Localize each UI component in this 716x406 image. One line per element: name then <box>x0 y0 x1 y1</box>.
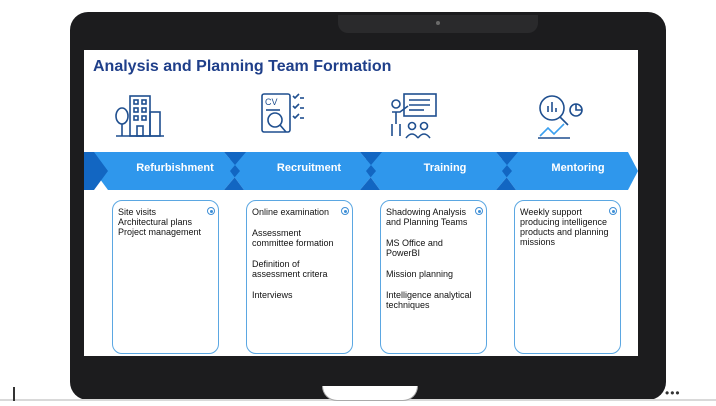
card-recruitment: Online examination Assessment committee … <box>246 200 353 354</box>
bullet-target-icon <box>207 207 215 215</box>
stage-label-refurbishment: Refurbishment <box>136 162 214 174</box>
cv-search-icon: CV <box>261 93 304 133</box>
bullet-target-icon <box>475 207 483 215</box>
stage-label-recruitment: Recruitment <box>276 162 342 174</box>
analytics-icon <box>538 95 583 139</box>
list-item: Project management <box>118 227 202 237</box>
list-item: Online examination <box>252 207 330 217</box>
list-item: Architectural plans <box>118 217 193 227</box>
process-arrow-strip <box>84 152 638 190</box>
building-icon <box>115 95 164 137</box>
arrow-mentoring <box>502 152 638 190</box>
svg-text:CV: CV <box>265 97 278 107</box>
list-item: Mission planning <box>386 269 454 279</box>
bullet-target-icon <box>341 207 349 215</box>
card-training: Shadowing Analysis and Planning Teams MS… <box>380 200 487 354</box>
stage-label-mentoring: Mentoring <box>551 162 605 174</box>
more-dots-icon: ••• <box>665 386 681 400</box>
presentation-icon <box>391 93 437 139</box>
list-item: Definition of assessment critera <box>252 259 328 279</box>
list-item: Shadowing Analysis and Planning Teams <box>386 207 468 227</box>
list-item: Intelligence analytical techniques <box>386 290 472 310</box>
arrow-recruitment <box>230 152 376 190</box>
arrow-training <box>366 152 512 190</box>
list-item: Assessment committee formation <box>252 228 334 248</box>
list-item: Weekly support producing intelligence pr… <box>520 207 609 247</box>
stage-label-training: Training <box>423 162 467 174</box>
laptop-base-edge <box>13 387 15 401</box>
laptop-hinge <box>322 386 418 401</box>
card-refurbishment: Site visits Architectural plans Project … <box>112 200 219 354</box>
list-item: MS Office and PowerBI <box>386 238 443 258</box>
slide-title: Analysis and Planning Team Formation <box>93 58 392 75</box>
camera-icon <box>436 21 440 25</box>
list-item: Interviews <box>252 290 293 300</box>
list-item: Site visits <box>118 207 157 217</box>
slide-screen: Analysis and Planning Team Formation CV <box>84 50 638 356</box>
card-mentoring: Weekly support producing intelligence pr… <box>514 200 621 354</box>
bullet-target-icon <box>609 207 617 215</box>
arrow-refurbishment <box>94 152 240 190</box>
